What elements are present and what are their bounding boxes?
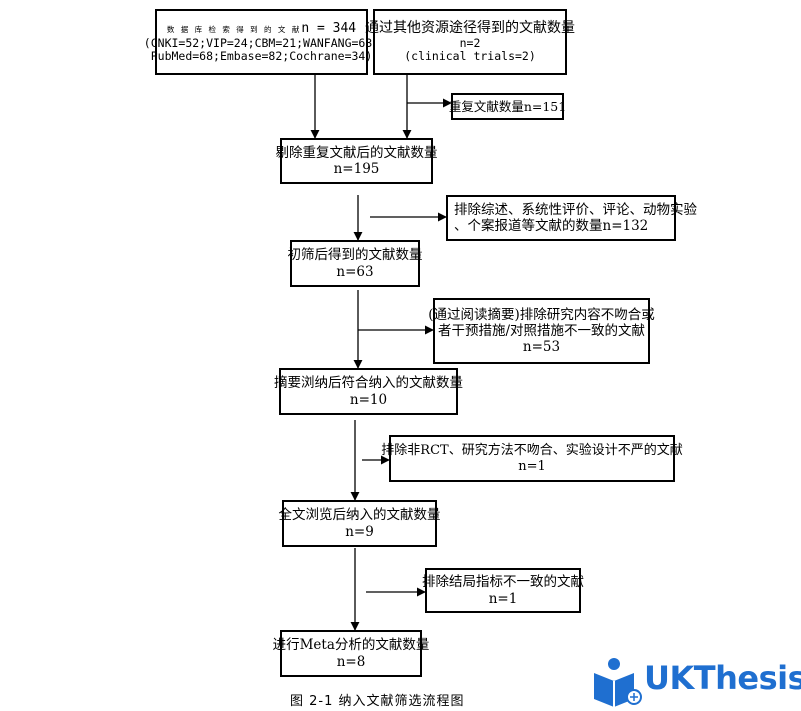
initial-count: n=63 [336, 263, 374, 280]
exclude-4-line1: 排除结局指标不一致的文献 [422, 574, 584, 591]
other-detail: (clinical trials=2) [404, 49, 536, 64]
exclude-1-line2: 、个案报道等文献的数量n=132 [454, 218, 649, 234]
database-search-box: 数 据 库 检 索 得 到 的 文 献n = 344 (CNKI=52;VIP=… [144, 9, 379, 75]
meta-title: 进行Meta分析的文献数量 [272, 637, 430, 654]
fulltext-count: n=9 [345, 523, 374, 540]
after-dedup-count: n=195 [333, 161, 380, 177]
meta-count: n=8 [336, 653, 366, 670]
initial-screen-box: 初筛后得到的文献数量 n=63 [287, 240, 423, 287]
duplicate-text: 重复文献数量n=151 [448, 99, 567, 114]
fulltext-title: 全文浏览后纳入的文献数量 [278, 507, 441, 524]
abstract-title: 摘要浏纳后符合纳入的文献数量 [274, 375, 463, 392]
logo-wordmark: UKThesis [644, 659, 801, 697]
exclude-1-box: 排除综述、系统性评价、评论、动物实验 、个案报道等文献的数量n=132 [446, 195, 697, 241]
exclude-2-box: (通过阅读摘要)排除研究内容不吻合或 者干预措施/对照措施不一致的文献 n=53 [428, 298, 655, 364]
duplicate-box: 重复文献数量n=151 [448, 93, 567, 120]
exclude-4-line2: n=1 [488, 590, 518, 607]
exclude-2-line1: (通过阅读摘要)排除研究内容不吻合或 [428, 306, 655, 323]
other-count: n=2 [459, 35, 481, 50]
other-title: 通过其他资源途径得到的文献数量 [365, 19, 575, 36]
exclude-2-line2: 者干预措施/对照措施不一致的文献 [437, 322, 646, 339]
meta-analysis-box: 进行Meta分析的文献数量 n=8 [273, 630, 429, 677]
initial-title: 初筛后得到的文献数量 [287, 247, 423, 264]
db-breakdown-2: PubMed=68;Embase=82;Cochrane=34) [150, 49, 373, 64]
book-person-icon [594, 658, 642, 707]
db-count: n = 344 [301, 20, 357, 36]
ukthesis-logo: UKThesis [592, 655, 801, 707]
exclude-3-line2: n=1 [518, 458, 546, 474]
fulltext-box: 全文浏览后纳入的文献数量 n=9 [279, 500, 441, 547]
exclude-4-box: 排除结局指标不一致的文献 n=1 [422, 568, 584, 613]
figure-caption: 图 2-1 纳入文献筛选流程图 [290, 694, 465, 709]
exclude-3-box: 排除非RCT、研究方法不吻合、实验设计不严的文献 n=1 [381, 435, 683, 482]
other-sources-box: 通过其他资源途径得到的文献数量 n=2 (clinical trials=2) [365, 9, 575, 75]
abstract-screen-box: 摘要浏纳后符合纳入的文献数量 n=10 [274, 368, 463, 415]
exclude-3-line1: 排除非RCT、研究方法不吻合、实验设计不严的文献 [381, 442, 683, 458]
exclude-1-line1: 排除综述、系统性评价、评论、动物实验 [454, 201, 697, 218]
db-breakdown-1: (CNKI=52;VIP=24;CBM=21;WANFANG=63; [143, 35, 380, 50]
db-label: 数 据 库 检 索 得 到 的 文 献 [166, 24, 302, 34]
after-dedup-box: 剔除重复文献后的文献数量 n=195 [276, 138, 438, 184]
after-dedup-title: 剔除重复文献后的文献数量 [275, 144, 438, 161]
exclude-2-line3: n=53 [522, 339, 561, 356]
abstract-count: n=10 [349, 391, 388, 408]
